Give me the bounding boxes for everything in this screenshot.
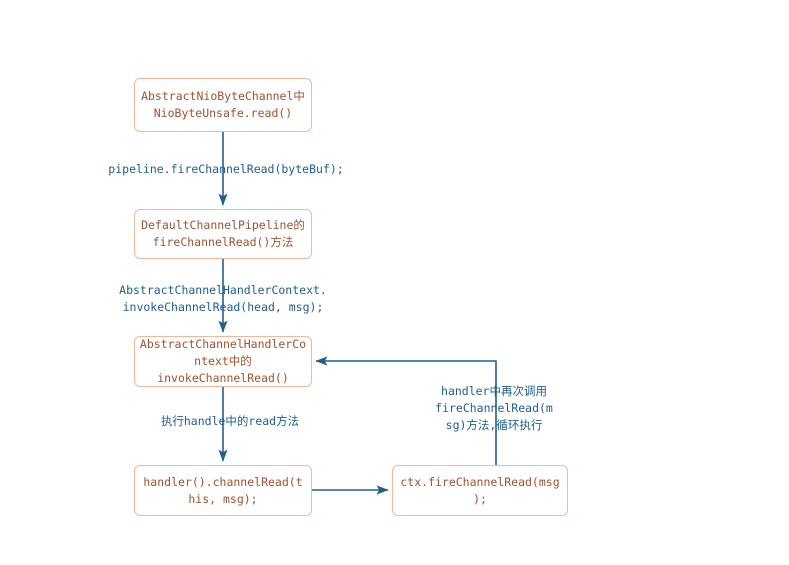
edge-label-pipeline-fire-channel-read: pipeline.fireChannelRead(byteBuf); [108, 162, 344, 176]
node-abstract-nio-byte-channel[interactable]: AbstractNioByteChannel中 NioByteUnsafe.re… [134, 78, 312, 132]
node-ctx-fire-channel-read[interactable]: ctx.fireChannelRead(msg ); [392, 465, 568, 516]
node-handler-channel-read[interactable]: handler().channelRead(t his, msg); [134, 465, 312, 516]
edge-label-invoke-channel-read-head: AbstractChannelHandlerContext. invokeCha… [119, 283, 327, 314]
node-default-channel-pipeline[interactable]: DefaultChannelPipeline的 fireChannelRead(… [134, 209, 312, 259]
edge-label-execute-handle-read: 执行handle中的read方法 [160, 414, 300, 428]
edge-label-handler-loop: handler中再次调用 fireChannelRead(m sg)方法,循环执… [435, 384, 553, 432]
edge-ctx-loop-back [315, 356, 497, 465]
node-abstract-channel-handler-context[interactable]: AbstractChannelHandlerCo ntext中的 invokeC… [134, 336, 312, 387]
